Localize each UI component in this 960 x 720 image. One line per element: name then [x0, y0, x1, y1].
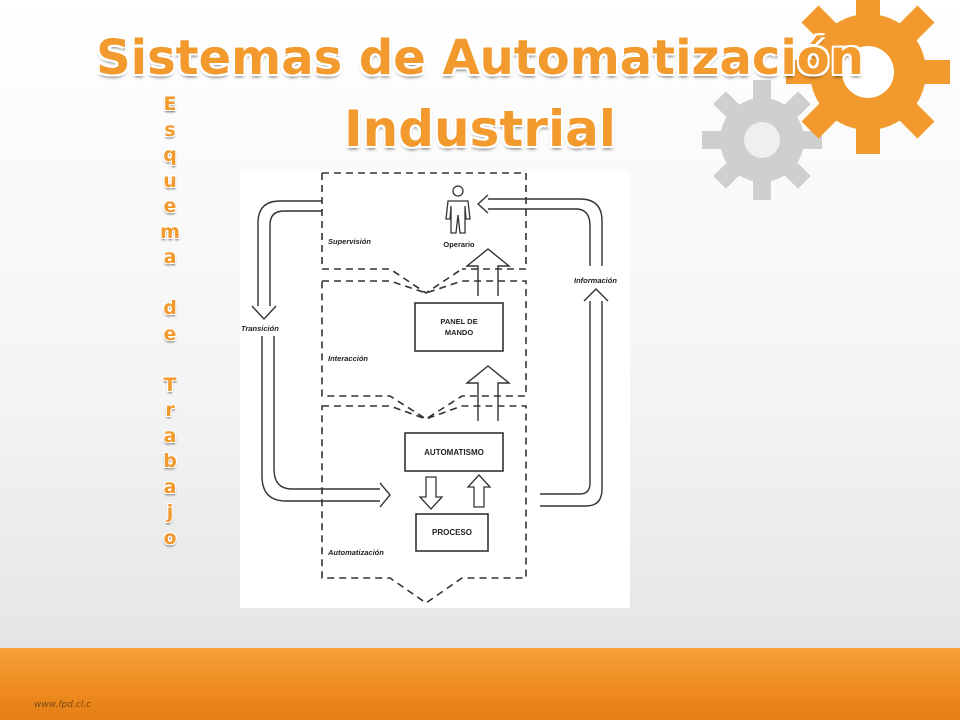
- page-title-line2: Industrial: [344, 100, 616, 158]
- vertical-letter: m: [160, 220, 180, 243]
- up-arrow-supervision-icon: [465, 248, 511, 296]
- vertical-letter: a: [163, 246, 177, 268]
- zone-automatizacion-label: Automatización: [327, 548, 384, 557]
- gray-gear-icon: [702, 80, 822, 200]
- automation-diagram: Operario PANEL DE MANDO AUTOMATISMO PROC…: [240, 171, 630, 608]
- vertical-letter: d: [163, 297, 177, 319]
- proceso-label: PROCESO: [432, 528, 472, 537]
- orange-gear-icon: [786, 0, 950, 154]
- zone-supervision-border: [321, 172, 527, 294]
- zone-supervision-label: Supervisión: [328, 237, 371, 246]
- vertical-letter: a: [163, 424, 177, 447]
- transition-label: Transición: [241, 324, 279, 333]
- vertical-letter: q: [163, 144, 177, 166]
- vertical-letter: b: [163, 450, 177, 472]
- vertical-letter: e: [163, 322, 177, 345]
- information-arrow-icon: [476, 194, 609, 507]
- vertical-letter: a: [163, 475, 177, 498]
- automatismo-label: AUTOMATISMO: [424, 448, 484, 457]
- information-label: Información: [574, 276, 617, 285]
- panel-label-line1: PANEL DE: [440, 317, 477, 326]
- panel-label-line2: MANDO: [445, 328, 473, 337]
- vertical-letter: r: [165, 399, 175, 421]
- footer-text: www.fpd.cl.c: [34, 700, 92, 710]
- zone-automatizacion-border: [321, 405, 527, 604]
- gears-decoration: [702, 0, 950, 200]
- transition-arrow-icon: [251, 200, 391, 508]
- vertical-letter: s: [164, 118, 176, 141]
- page-title-line1: Sistemas de Automatización: [96, 30, 864, 86]
- vertical-letter: T: [163, 373, 177, 396]
- down-arrow-icon: [418, 476, 444, 510]
- zone-interaccion-border: [321, 280, 527, 420]
- footer-bar: [0, 648, 960, 720]
- panel-de-mando-box: [414, 302, 504, 352]
- vertical-letter: e: [163, 195, 177, 217]
- vertical-letter: u: [163, 169, 177, 192]
- up-arrow-small-icon: [466, 474, 492, 508]
- vertical-letter: j: [166, 501, 174, 523]
- operator-label: Operario: [443, 240, 475, 249]
- vertical-letter: E: [163, 93, 177, 115]
- up-arrow-interaccion-icon: [465, 365, 511, 421]
- operator-icon: [445, 185, 471, 234]
- proceso-box: [415, 513, 489, 552]
- automatismo-box: [404, 432, 504, 472]
- zone-interaccion-label: Interacción: [328, 354, 368, 363]
- vertical-letter: o: [163, 526, 177, 549]
